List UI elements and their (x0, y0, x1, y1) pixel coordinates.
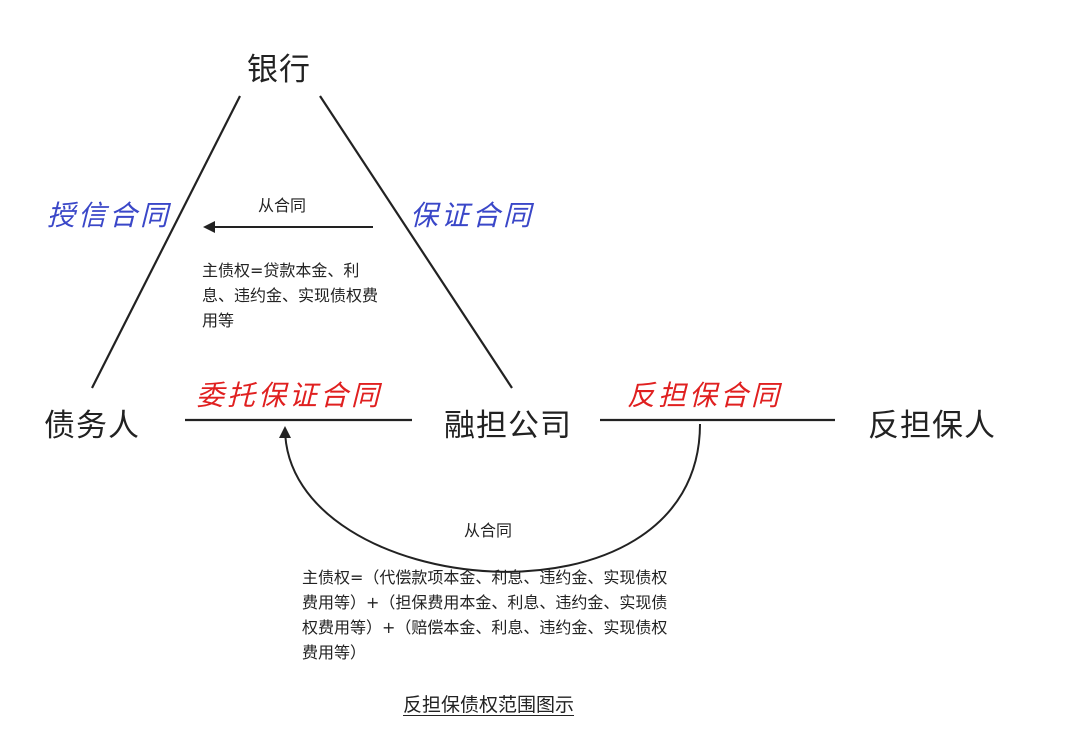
bottom-arrow-label: 从合同 (464, 521, 513, 540)
node-debtor: 债务人 (44, 408, 140, 444)
bottom-claim-note: 主债权=（代偿款项本金、利息、违约金、实现债权费用等）+（担保费用本金、利息、违… (302, 568, 668, 662)
counter-guarantee-contract-label: 反担保合同 (627, 379, 783, 412)
top-claim-note: 主债权=贷款本金、利息、违约金、实现债权费用等 (202, 261, 379, 330)
bottom-arrow-curve (279, 423, 701, 573)
node-counter-guarantor: 反担保人 (868, 408, 996, 444)
node-bank: 银行 (247, 52, 311, 88)
bank-guarantor-line (319, 95, 513, 389)
entrusted-guarantee-contract-label: 委托保证合同 (196, 379, 383, 412)
bank-debtor-line (91, 95, 241, 389)
node-guarantor-company: 融担公司 (444, 408, 572, 444)
guarantee-contract-label: 保证合同 (410, 199, 535, 232)
diagram-caption: 反担保债权范围图示 (403, 694, 575, 716)
credit-contract-label: 授信合同 (47, 199, 172, 232)
top-arrow-label: 从合同 (258, 196, 307, 215)
